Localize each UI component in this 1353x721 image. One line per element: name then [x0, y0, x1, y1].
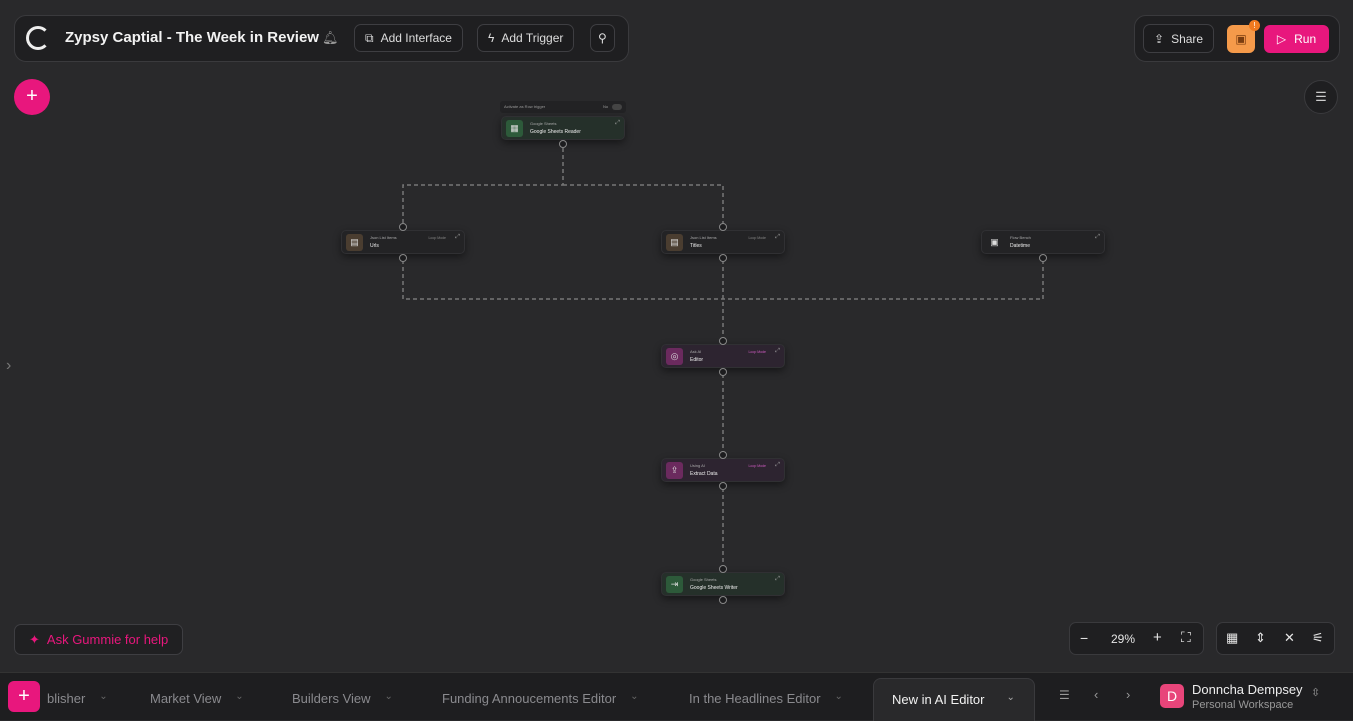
next-tab-icon[interactable]: ›: [1126, 687, 1131, 702]
interface-icon: ⧉: [365, 30, 374, 45]
expand-icon[interactable]: ⤢: [775, 234, 780, 240]
layout-controls: ▦ ⇕ ✕ ⚟: [1216, 622, 1335, 655]
tab-headlines-editor[interactable]: In the Headlines Editor⌄: [689, 691, 843, 706]
chevron-down-icon: ⌄: [1006, 692, 1015, 703]
tab-market-view[interactable]: Market View⌄: [150, 691, 244, 706]
workspace-name: Personal Workspace: [1192, 699, 1294, 711]
save-button[interactable]: ▣ !: [1227, 20, 1260, 53]
tab-publisher[interactable]: blisher⌄: [47, 691, 108, 706]
list-view-button[interactable]: ☰: [1304, 80, 1338, 114]
settings-sliders-icon[interactable]: ⚟: [1312, 630, 1324, 645]
tab-funding-editor[interactable]: Funding Annoucements Editor⌄: [442, 691, 639, 706]
bell-icon[interactable]: 🔔︎: [322, 30, 339, 45]
expand-icon[interactable]: ⤢: [615, 120, 620, 126]
expand-icon[interactable]: ⤢: [775, 462, 780, 468]
port[interactable]: [719, 451, 727, 459]
share-button[interactable]: ⇪Share: [1143, 24, 1215, 53]
user-avatar[interactable]: D: [1160, 684, 1184, 708]
expand-icon[interactable]: ⤢: [775, 576, 780, 582]
sheets-icon: ▦: [506, 120, 523, 137]
row-trigger-bar: Activate as Row trigger No: [500, 101, 626, 113]
port[interactable]: [1039, 254, 1047, 262]
sheets-write-icon: ⇥: [666, 576, 683, 593]
port[interactable]: [719, 565, 727, 573]
ai-icon: ◎: [666, 348, 683, 365]
tab-new-in-ai-editor[interactable]: New in AI Editor⌄: [873, 678, 1035, 721]
logo: [26, 26, 50, 50]
zoom-in-button[interactable]: +: [1153, 629, 1162, 646]
share-icon: ⇪: [1154, 31, 1165, 46]
chevron-down-icon: ⌄: [384, 691, 393, 702]
expand-vertical-icon[interactable]: ⇕: [1255, 630, 1266, 645]
new-tab-button[interactable]: +: [8, 681, 40, 712]
expand-sidebar-icon[interactable]: ›: [6, 357, 12, 374]
chevron-down-icon: ⌄: [99, 691, 108, 702]
extract-icon: ⇪: [666, 462, 683, 479]
port[interactable]: [719, 482, 727, 490]
grid-icon[interactable]: ▦: [1226, 630, 1239, 645]
expand-icon[interactable]: ⤢: [775, 348, 780, 354]
expand-icon[interactable]: ⤢: [1095, 234, 1100, 240]
unsaved-badge: !: [1249, 20, 1260, 31]
lightning-icon: ϟ: [488, 31, 495, 45]
webhook-icon: ⚲: [598, 31, 607, 45]
sparkle-icon: ✦: [29, 631, 40, 647]
chevron-down-icon: ⌄: [235, 691, 244, 702]
prev-tab-icon[interactable]: ‹: [1094, 687, 1099, 702]
workspace-switcher-icon[interactable]: ⇳: [1311, 687, 1321, 699]
save-icon: ▣: [1235, 32, 1247, 46]
port[interactable]: [719, 254, 727, 262]
chevron-down-icon: ⌄: [630, 691, 639, 702]
port[interactable]: [719, 223, 727, 231]
list-icon: ▤: [346, 234, 363, 251]
port[interactable]: [559, 140, 567, 148]
port[interactable]: [399, 223, 407, 231]
collapse-icon[interactable]: ✕: [1284, 630, 1295, 645]
calendar-icon: ▣: [990, 237, 999, 247]
webhook-button[interactable]: ⚲: [590, 24, 615, 52]
user-name: Donncha Dempsey: [1192, 682, 1303, 697]
row-trigger-toggle[interactable]: [612, 104, 622, 110]
run-button[interactable]: ▷Run: [1264, 25, 1329, 53]
zoom-out-button[interactable]: −: [1080, 630, 1089, 646]
play-icon: ▷: [1276, 32, 1287, 46]
add-node-button[interactable]: +: [14, 79, 50, 115]
port[interactable]: [719, 596, 727, 604]
expand-icon[interactable]: ⤢: [455, 234, 460, 240]
fit-view-button[interactable]: ⛶: [1181, 629, 1191, 645]
view-tabs-bar: + blisher⌄ Market View⌄ Builders View⌄ F…: [0, 672, 1353, 721]
tab-list-icon[interactable]: ☰: [1059, 688, 1070, 702]
zoom-controls: − 29% + ⛶: [1069, 622, 1204, 655]
port[interactable]: [719, 337, 727, 345]
port[interactable]: [399, 254, 407, 262]
ask-gummie-button[interactable]: ✦Ask Gummie for help: [14, 624, 184, 655]
chevron-down-icon: ⌄: [834, 691, 843, 702]
add-interface-button[interactable]: ⧉Add Interface: [354, 24, 463, 52]
tab-builders-view[interactable]: Builders View⌄: [292, 691, 393, 706]
list-icon: ▤: [666, 234, 683, 251]
page-title: Zypsy Captial - The Week in Review: [65, 29, 319, 46]
port[interactable]: [719, 368, 727, 376]
